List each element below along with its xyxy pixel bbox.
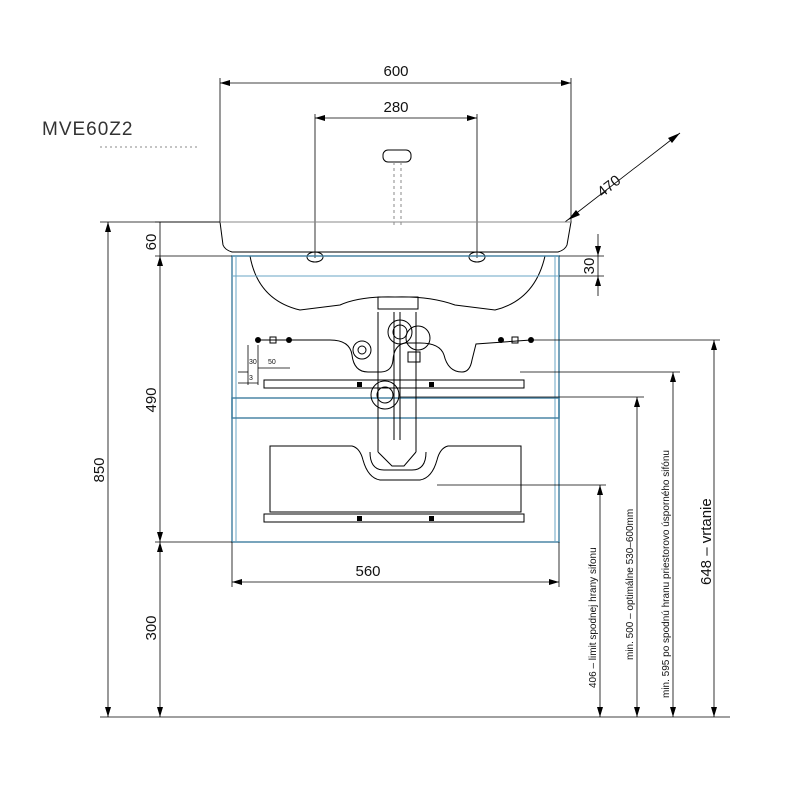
- note-595: min. 595 po spodnú hranu priestorovo úsp…: [661, 450, 672, 698]
- dimension-top-thickness: 60: [143, 221, 232, 257]
- dim-50-small: 50: [268, 359, 276, 366]
- dim-600-label: 600: [383, 63, 408, 80]
- dimension-tap-spacing: 280: [314, 99, 478, 258]
- model-code: MVE60Z2: [42, 119, 133, 140]
- faucet: [382, 149, 412, 163]
- dim-470-label: 470: [594, 172, 624, 201]
- tap-hole-right: [468, 251, 486, 263]
- siphon: [255, 312, 534, 471]
- detail-small-dimensions: 30 50 3: [238, 345, 290, 385]
- dimension-cabinet-height: 490: [143, 256, 232, 543]
- basin: [219, 149, 572, 311]
- dimension-cabinet-width: 560: [231, 542, 560, 587]
- dimension-depth-diagonal: 470: [564, 132, 681, 223]
- siphon-outlet: [370, 380, 400, 410]
- dimension-width-top: 600: [219, 63, 572, 222]
- note-648: 648 – vrtanie: [698, 498, 715, 585]
- dim-3-small: 3: [249, 375, 253, 382]
- note-500: min. 500 – optimálne 530–600mm: [625, 509, 636, 660]
- dimension-total-height: 850: [91, 221, 220, 717]
- dim-300-label: 300: [143, 615, 160, 640]
- dim-30-label: 30: [581, 258, 598, 275]
- note-siphon-limit: 406 – limit spodnej hrany sifonu: [437, 484, 606, 717]
- dim-560-label: 560: [355, 563, 380, 580]
- dim-280-label: 280: [383, 99, 408, 116]
- dim-30-small: 30: [249, 359, 257, 366]
- dim-490-label: 490: [143, 387, 160, 412]
- note-space-saving: min. 595 po spodnú hranu priestorovo úsp…: [520, 371, 680, 717]
- note-optimal: min. 500 – optimálne 530–600mm: [400, 396, 644, 717]
- tap-hole-left: [306, 251, 324, 263]
- note-406: 406 – limit spodnej hrany sifonu: [588, 547, 599, 688]
- dimension-basin-depth: 30: [559, 234, 604, 296]
- dimension-floor-gap: 300: [143, 542, 163, 717]
- cabinet: [231, 255, 560, 543]
- note-drilling: 648 – vrtanie: [531, 339, 720, 717]
- dim-850-label: 850: [91, 457, 108, 482]
- dim-60-label: 60: [143, 234, 160, 251]
